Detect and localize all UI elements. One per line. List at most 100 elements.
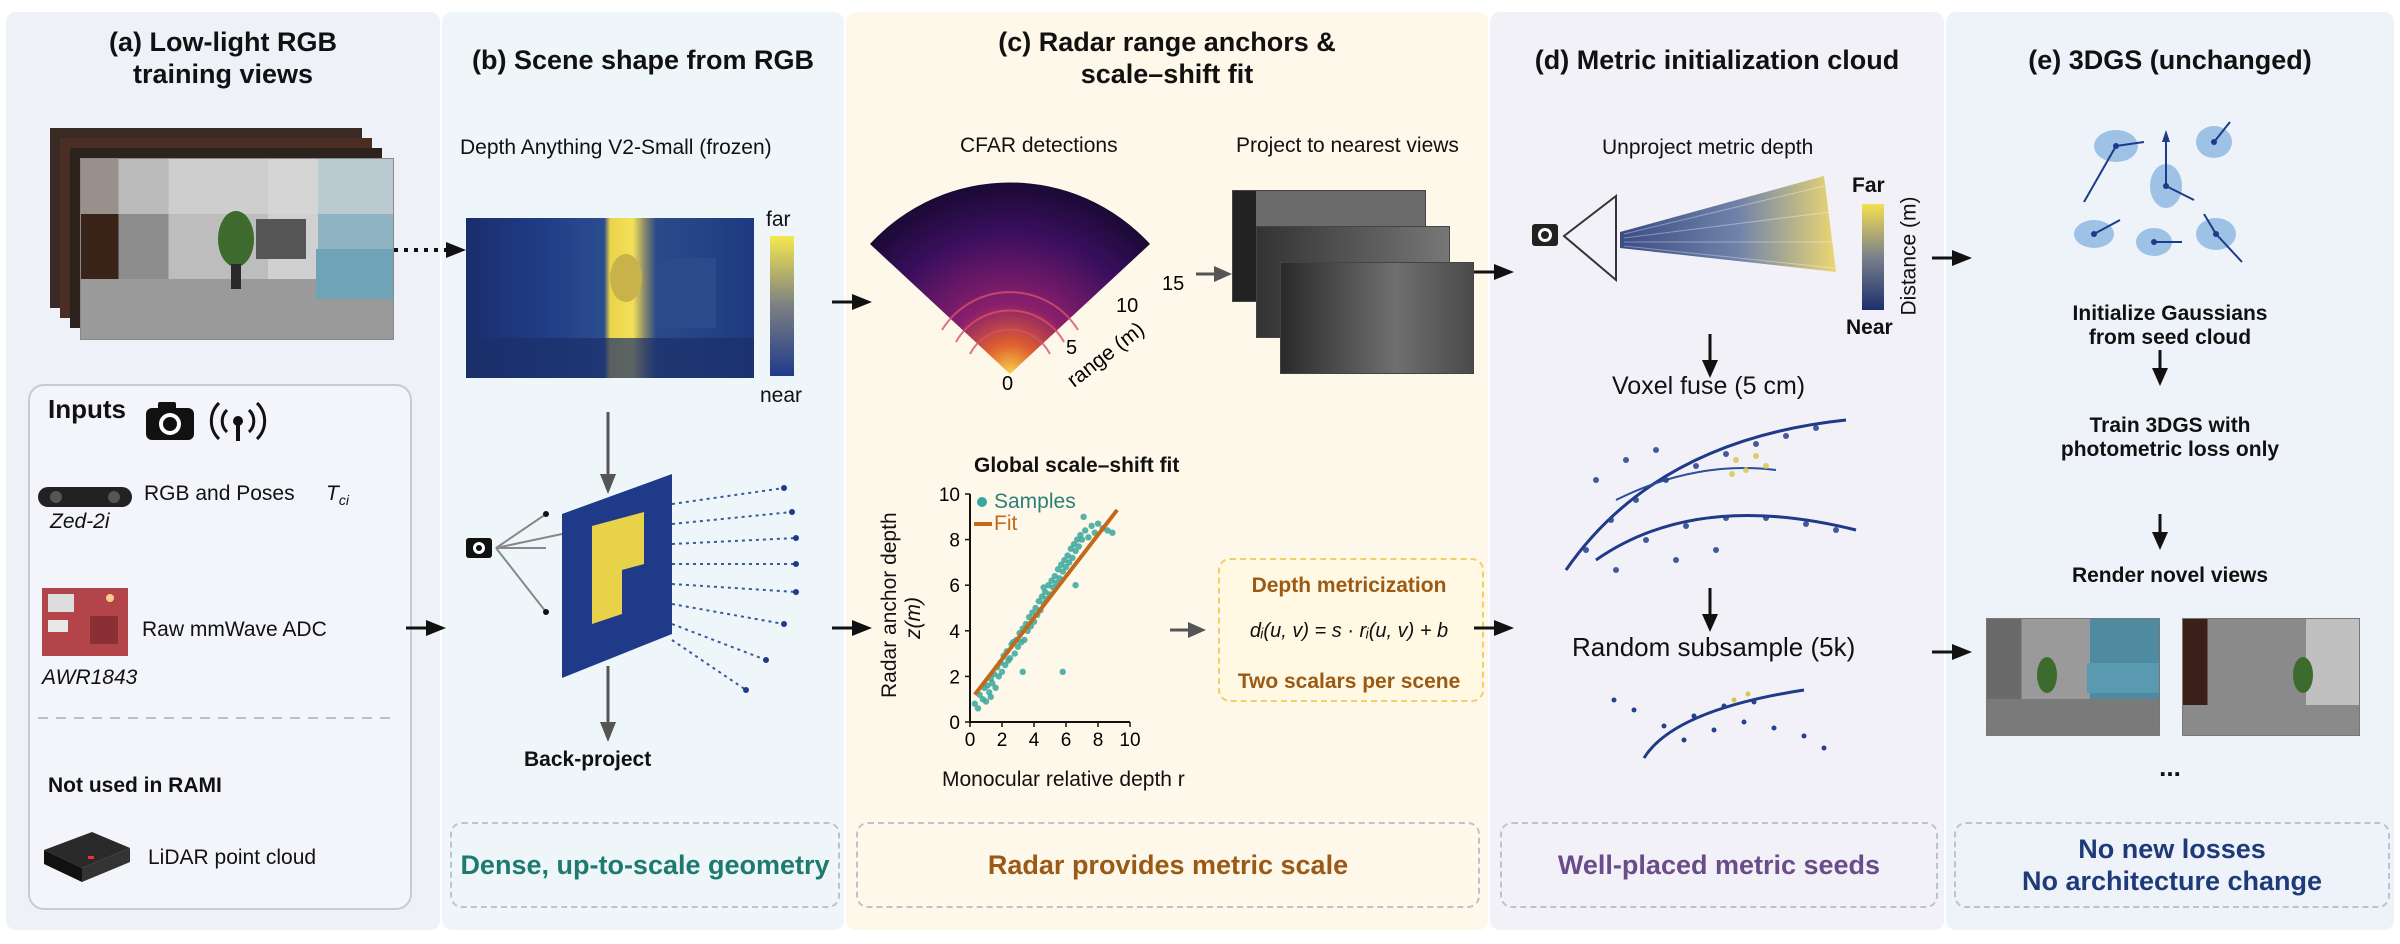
sample-point <box>1014 643 1022 650</box>
fit-ylabel: Radar anchor depth z(m) <box>878 512 925 698</box>
cfar-label: CFAR detections <box>960 134 1118 157</box>
inputs-title: Inputs <box>48 394 126 424</box>
sensor1-label: RGB and Poses <box>144 482 295 505</box>
unproject-cloud <box>1532 176 1836 283</box>
sample-point <box>1058 561 1065 568</box>
sample-point <box>974 705 982 712</box>
sample-point <box>1048 577 1055 584</box>
fit-xlabel: Monocular relative depth r <box>942 768 1185 791</box>
office-scene-icon <box>81 159 393 339</box>
panel-c-title-line2: scale–shift fit <box>1080 59 1254 89</box>
fit-x-tick-label: 0 <box>965 730 976 751</box>
panel-d <box>1490 12 1944 930</box>
sample-point <box>1061 556 1068 564</box>
legend-samples-marker <box>977 497 987 507</box>
lidar-icon <box>44 832 130 882</box>
panel-c-footer: Radar provides metric scale <box>856 822 1480 908</box>
render-view-1 <box>1986 618 2160 736</box>
render-view-2 <box>2182 618 2360 736</box>
panel-d-title: (d) Metric initialization cloud <box>1534 45 1900 75</box>
sample-point <box>1035 597 1042 605</box>
colorbar-title-d: Distance (m) <box>1897 196 1921 316</box>
distance-colorbar <box>1862 204 1884 310</box>
step1-label: Initialize Gaussians from seed cloud <box>2072 302 2268 349</box>
panel-b-footer: Dense, up-to-scale geometry <box>450 822 840 908</box>
fit-legend-marks <box>974 497 992 526</box>
inputs-divider <box>38 717 398 719</box>
subsample-label: Random subsample (5k) <box>1572 632 1856 662</box>
arrow-b-down-2 <box>600 666 616 742</box>
sample-point <box>1029 609 1036 616</box>
sample-point <box>1038 593 1046 600</box>
arrow-fan-views <box>1196 266 1232 282</box>
sensor1-name: Zed-2i <box>50 510 110 533</box>
sample-point <box>1082 527 1089 534</box>
fit-y-tick-label: 8 <box>949 531 960 552</box>
arrow-e-down-1 <box>2152 350 2168 386</box>
panel-c-title-line1: (c) Radar range anchors & <box>998 27 1336 57</box>
zed-camera-icon <box>38 487 132 507</box>
panel-a-title: (a) Low-light RGB training views <box>6 26 440 90</box>
panel-a-title-line1: (a) Low-light RGB <box>109 27 337 57</box>
voxel-cloud <box>1564 418 1857 573</box>
depth-colorbar <box>770 236 794 376</box>
sample-point <box>1062 563 1070 571</box>
arrow-d-down-1 <box>1702 334 1718 378</box>
dotted-arrow-a-b <box>394 242 466 258</box>
metric-formula: dᵢ(u, v) = s · rᵢ(u, v) + b <box>1249 620 1449 642</box>
colorbar-far-label: far <box>766 208 791 231</box>
step3-label: Render novel views <box>2071 564 2269 587</box>
fit-y-tick-label: 2 <box>949 667 960 688</box>
radar-board-icon <box>42 588 128 656</box>
fit-x-tick-label: 10 <box>1119 730 1140 751</box>
fit-y-tick-label: 6 <box>949 576 960 597</box>
sample-point <box>992 684 999 691</box>
legend-samples-label: Samples <box>994 490 1076 513</box>
depth-map <box>466 218 754 378</box>
arrow-e-down-2 <box>2152 514 2168 550</box>
fit-x-tick-label: 6 <box>1061 730 1072 751</box>
panel-e-title: (e) 3DGS (unchanged) <box>2028 45 2312 75</box>
sample-point <box>1069 554 1076 562</box>
sample-point <box>1011 650 1018 657</box>
sensor2-label: Raw mmWave ADC <box>142 618 327 641</box>
arrow-d-e-top <box>1932 250 1972 266</box>
render-ellipsis: ... <box>2159 752 2181 782</box>
sample-point <box>1072 582 1079 589</box>
sample-point <box>1051 572 1058 580</box>
sensor1-pose: Tci <box>326 482 349 509</box>
sample-point <box>1064 552 1071 559</box>
fit-x-tick-label: 8 <box>1093 730 1104 751</box>
arrow-c-d-bottom <box>1474 620 1514 636</box>
sample-point <box>1109 529 1116 536</box>
sample-point <box>1026 613 1033 621</box>
panel-c-title: (c) Radar range anchors & scale–shift fi… <box>846 26 1488 90</box>
sample-point <box>1094 520 1102 527</box>
arrow-b-c-bottom <box>832 620 872 636</box>
panel-d-footer: Well-placed metric seeds <box>1500 822 1938 908</box>
sample-point <box>1054 566 1062 573</box>
range-tick-15: 15 <box>1162 273 1184 295</box>
camera-icon <box>146 402 194 440</box>
range-tick-10: 10 <box>1116 295 1138 317</box>
sample-point <box>995 673 1002 680</box>
panel-b <box>442 12 844 930</box>
lidar-label: LiDAR point cloud <box>148 846 317 869</box>
sample-point <box>1085 534 1092 541</box>
sample-point <box>1032 604 1039 612</box>
fit-y-tick-label: 10 <box>939 485 960 506</box>
panel-b-title: (b) Scene shape from RGB <box>471 45 815 75</box>
colorbar-far-label-d: Far <box>1852 174 1885 197</box>
sample-point <box>1006 654 1014 662</box>
sample-point <box>1021 636 1028 644</box>
panel-c <box>846 12 1488 930</box>
sample-point <box>1067 545 1074 552</box>
sample-point <box>982 698 990 705</box>
project-label: Project to nearest views <box>1236 134 1459 157</box>
colorbar-near-label-d: Near <box>1846 316 1893 339</box>
arrow-fit-metric <box>1170 622 1206 638</box>
step2-label: Train 3DGS with photometric loss only <box>2060 414 2280 461</box>
subsample-cloud <box>1611 688 1827 759</box>
sample-point <box>1104 527 1111 534</box>
